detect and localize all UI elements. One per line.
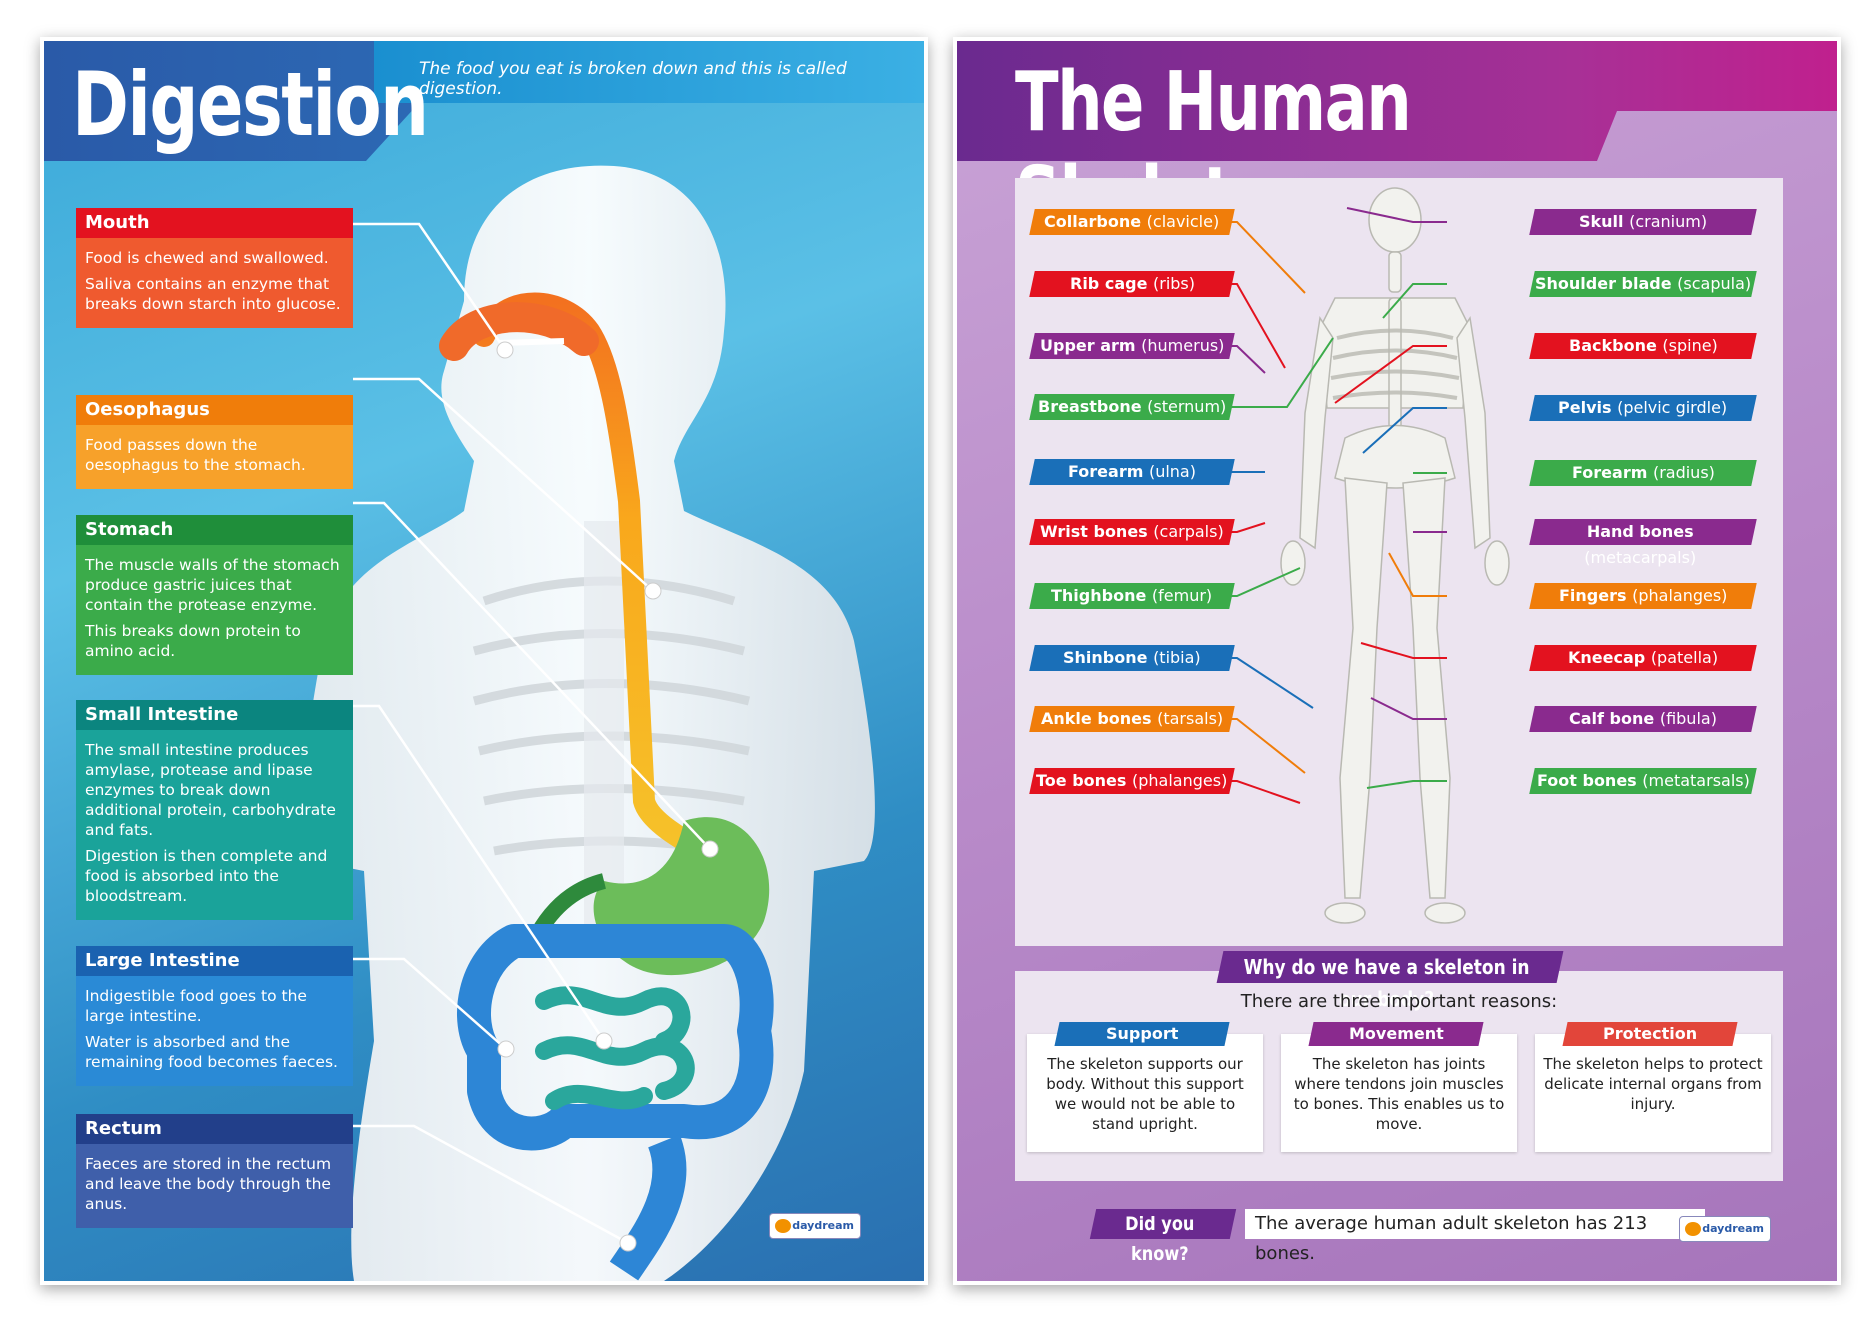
digestion-title: Digestion <box>72 53 429 156</box>
label-backbone: Backbone (spine) <box>1529 333 1757 359</box>
large-intestine-text-2: Water is absorbed and the remaining food… <box>85 1033 338 1071</box>
mouth-text-1: Food is chewed and swallowed. <box>85 249 329 267</box>
did-you-know-banner: Did you know? <box>1089 1209 1237 1265</box>
label-foot-bones: Foot bones (metatarsals) <box>1529 768 1757 794</box>
movement-heading: Movement <box>1348 1024 1444 1043</box>
digestion-subtitle-band <box>374 41 924 103</box>
support-heading: Support <box>1105 1024 1179 1043</box>
label-shoulder-blade: Shoulder blade (scapula) <box>1529 271 1757 297</box>
label-skull: Skull (cranium) <box>1529 209 1757 235</box>
daydream-logo: daydream <box>769 1213 861 1239</box>
small-intestine-box: Small Intestine The small intestine prod… <box>76 700 353 920</box>
support-text: The skeleton supports our body. Without … <box>1046 1055 1244 1133</box>
rectum-text-1: Faeces are stored in the rectum and leav… <box>85 1155 332 1213</box>
label-rib-cage: Rib cage (ribs) <box>1029 271 1235 297</box>
skeleton-poster: The Human Skeleton <box>953 37 1841 1285</box>
rectum-box: Rectum Faeces are stored in the rectum a… <box>76 1114 353 1228</box>
label-forearm-ulna: Forearm (ulna) <box>1029 459 1235 485</box>
label-forearm-radius: Forearm (radius) <box>1529 460 1757 486</box>
reasons-panel: Why do we have a skeleton in our body? T… <box>1015 951 1783 1181</box>
movement-text: The skeleton has joints where tendons jo… <box>1293 1055 1505 1133</box>
protection-heading: Protection <box>1602 1024 1698 1043</box>
rectum-heading: Rectum <box>76 1114 353 1144</box>
digestive-system-illustration <box>303 165 875 1281</box>
small-intestine-heading: Small Intestine <box>76 700 353 730</box>
label-toe-bones: Toe bones (phalanges) <box>1029 768 1235 794</box>
oesophagus-heading: Oesophagus <box>76 395 353 425</box>
label-upper-arm: Upper arm (humerus) <box>1029 333 1235 359</box>
label-ankle-bones: Ankle bones (tarsals) <box>1029 706 1235 732</box>
label-kneecap: Kneecap (patella) <box>1529 645 1757 671</box>
stomach-box: Stomach The muscle walls of the stomach … <box>76 515 353 675</box>
mouth-text-2: Saliva contains an enzyme that breaks do… <box>85 275 341 313</box>
small-intestine-text-2: Digestion is then complete and food is a… <box>85 847 328 905</box>
large-intestine-heading: Large Intestine <box>76 946 353 976</box>
label-fingers: Fingers (phalanges) <box>1529 583 1757 609</box>
large-intestine-box: Large Intestine Indigestible food goes t… <box>76 946 353 1086</box>
digestion-subtitle: The food you eat is broken down and this… <box>419 59 847 99</box>
small-intestine-text-1: The small intestine produces amylase, pr… <box>85 741 336 839</box>
protection-text: The skeleton helps to protect delicate i… <box>1543 1055 1763 1113</box>
stomach-text-1: The muscle walls of the stomach produce … <box>85 556 340 614</box>
daydream-logo-2: daydream <box>1679 1216 1771 1242</box>
oesophagus-text-1: Food passes down the oesophagus to the s… <box>85 436 306 474</box>
label-shinbone: Shinbone (tibia) <box>1029 645 1235 671</box>
skeleton-illustration <box>1280 187 1510 924</box>
label-thighbone: Thighbone (femur) <box>1029 583 1235 609</box>
oesophagus-box: Oesophagus Food passes down the oesophag… <box>76 395 353 489</box>
stomach-heading: Stomach <box>76 515 353 545</box>
label-wrist-bones: Wrist bones (carpals) <box>1029 519 1235 545</box>
mouth-box: Mouth Food is chewed and swallowed. Saliv… <box>76 208 353 328</box>
label-hand-bones: Hand bones (metacarpals) <box>1529 519 1757 567</box>
large-intestine-text-1: Indigestible food goes to the large inte… <box>85 987 307 1025</box>
did-you-know-text: The average human adult skeleton has 213… <box>1245 1209 1705 1264</box>
label-collarbone: Collarbone (clavicle) <box>1029 209 1235 235</box>
label-pelvis: Pelvis (pelvic girdle) <box>1529 395 1757 421</box>
label-calf-bone: Calf bone (fibula) <box>1529 706 1757 732</box>
question-banner: Why do we have a skeleton in our body? <box>1216 951 1564 1011</box>
support-card: Support The skeleton supports our body. … <box>1027 1022 1263 1152</box>
protection-card: Protection The skeleton helps to protect… <box>1535 1022 1771 1152</box>
movement-card: Movement The skeleton has joints where t… <box>1281 1022 1517 1152</box>
reasons-intro: There are three important reasons: <box>1240 991 1558 1012</box>
mouth-heading: Mouth <box>76 208 353 238</box>
stomach-text-2: This breaks down protein to amino acid. <box>85 622 301 660</box>
digestion-poster: Digestion The food you eat is broken dow… <box>40 37 928 1285</box>
skeleton-diagram-panel <box>1015 178 1783 946</box>
label-breastbone: Breastbone (sternum) <box>1029 394 1235 420</box>
